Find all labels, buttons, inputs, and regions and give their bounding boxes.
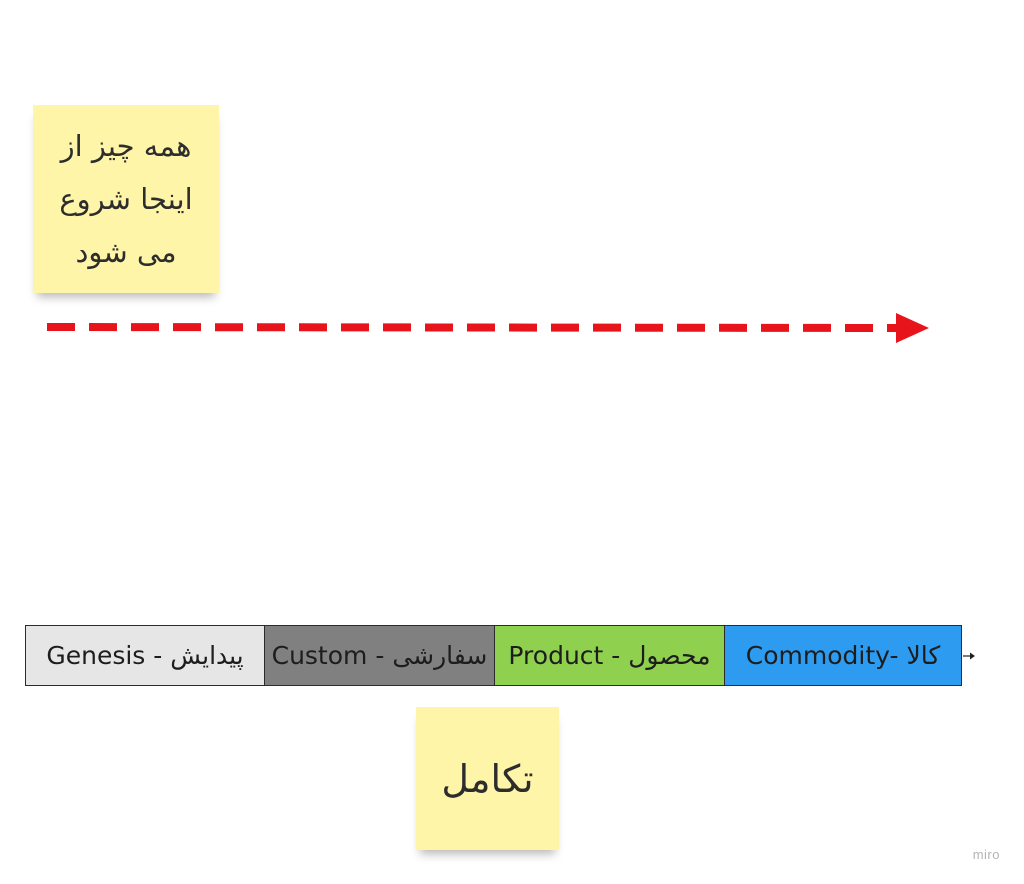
sticky-note-evolution[interactable]: تکامل: [416, 707, 559, 850]
stage-product[interactable]: Product - محصول: [495, 626, 725, 685]
sticky-note-start-text: همه چیز از اینجا شروع می شود: [59, 128, 193, 269]
stage-custom-label: Custom - سفارشی: [271, 641, 488, 670]
miro-watermark: miro: [972, 847, 1000, 862]
evolution-stages: Genesis - پیدایش Custom - سفارشی Product…: [25, 625, 962, 686]
stage-commodity-label: Commodity- کالا: [745, 641, 941, 670]
arrow-head-icon: [896, 313, 929, 343]
stage-commodity[interactable]: Commodity- کالا: [725, 626, 961, 685]
stage-product-label: Product - محصول: [508, 641, 711, 670]
sticky-note-evolution-text: تکامل: [441, 756, 534, 801]
stage-genesis[interactable]: Genesis - پیدایش: [26, 626, 265, 685]
stage-genesis-label: Genesis - پیدایش: [46, 641, 244, 670]
dashed-arrow-line: [46, 323, 899, 332]
sticky-note-start[interactable]: همه چیز از اینجا شروع می شود: [33, 105, 219, 293]
stage-custom[interactable]: Custom - سفارشی: [265, 626, 495, 685]
axis-end-arrow-icon: [963, 652, 975, 660]
